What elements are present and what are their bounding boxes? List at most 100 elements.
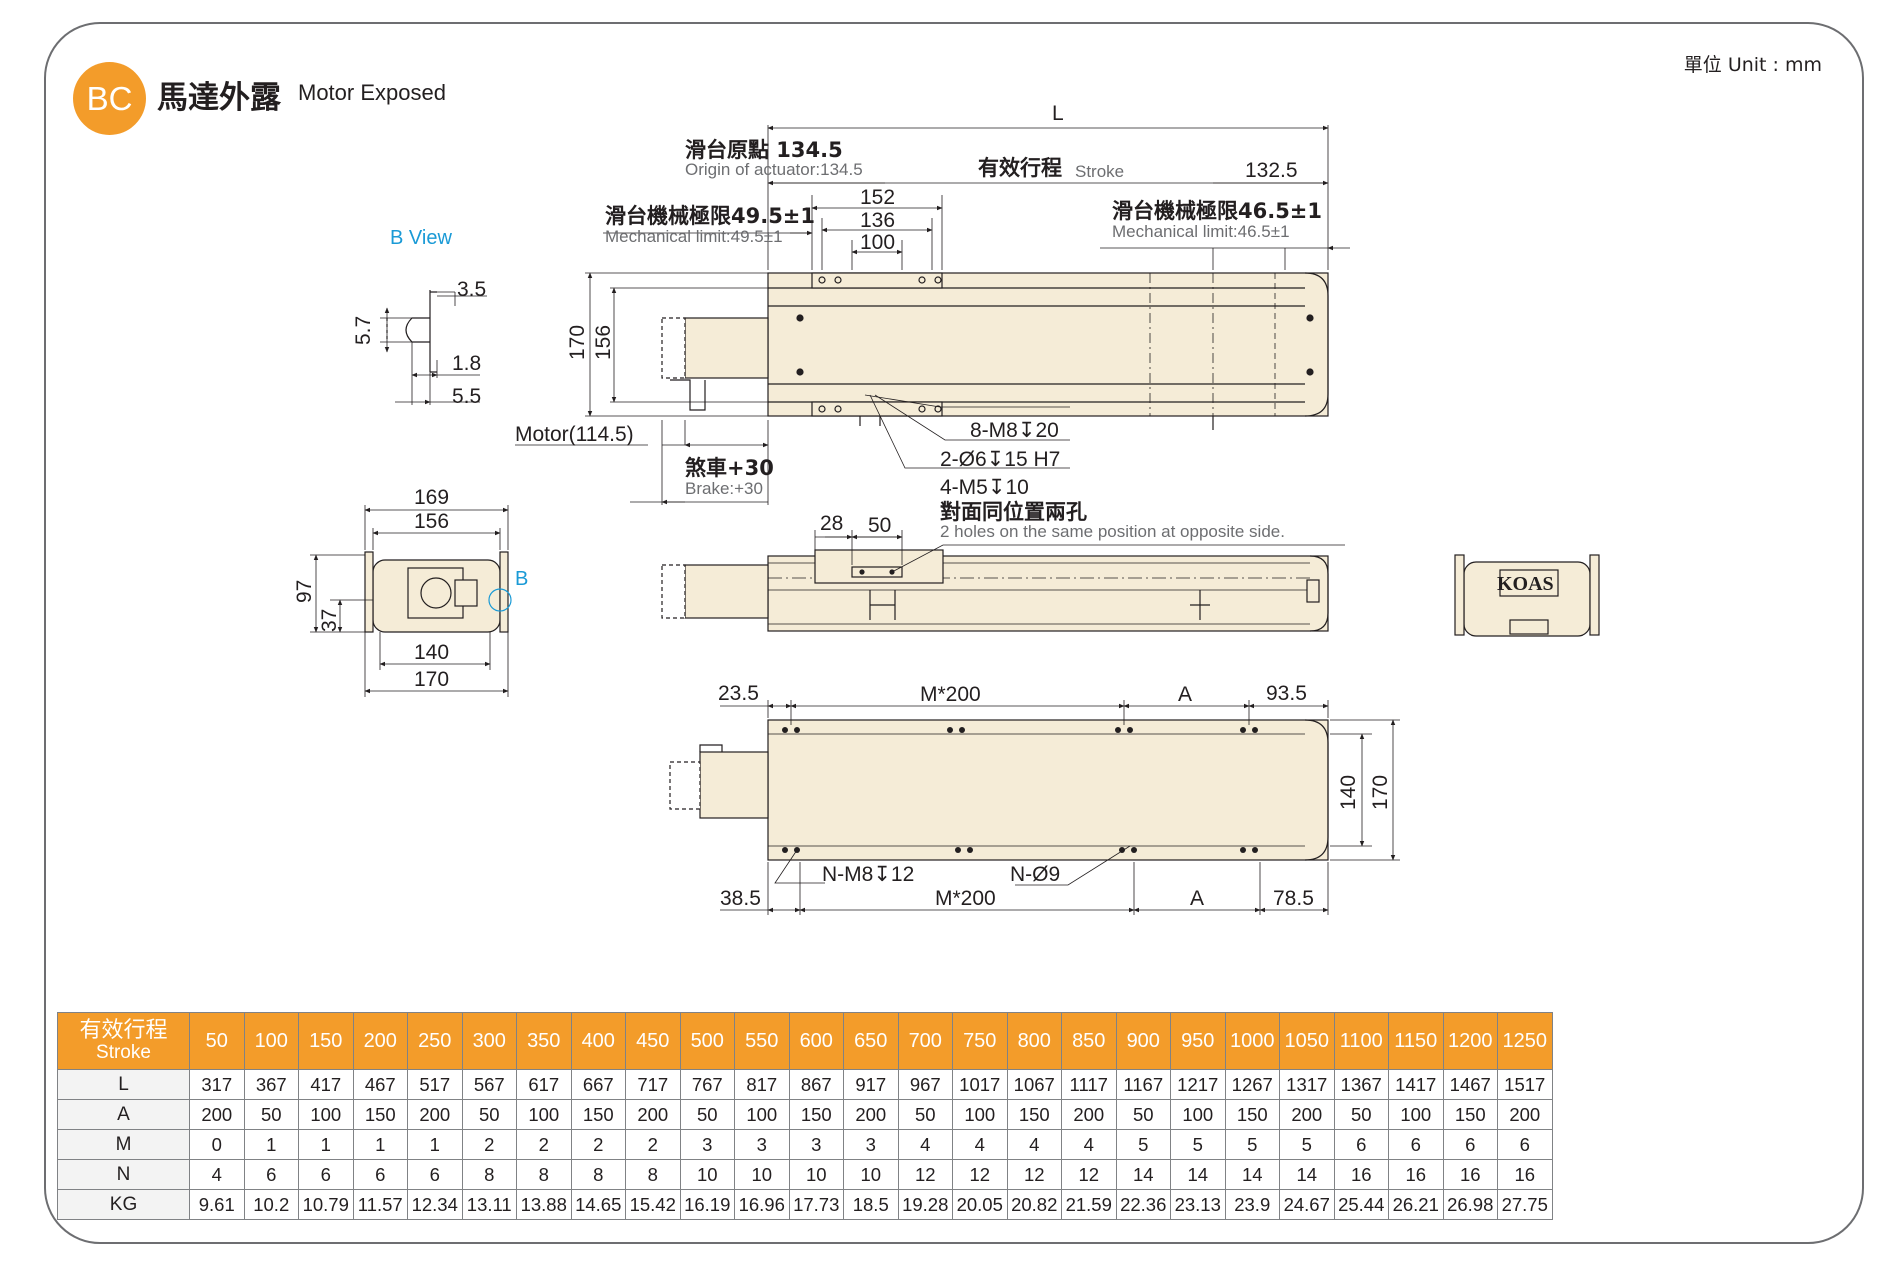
dim-23-5: 23.5	[718, 682, 759, 705]
table-cell: 2	[461, 1129, 517, 1160]
holes-label-en: 2 holes on the same position at opposite…	[940, 522, 1285, 541]
table-cell: 10	[734, 1159, 790, 1190]
stroke-col-header: 350	[516, 1012, 572, 1070]
table-cell: 50	[1333, 1099, 1389, 1130]
unit-label: 單位 Unit : mm	[1683, 54, 1822, 76]
dim-140-bottom: 140	[1337, 775, 1360, 810]
table-cell: 817	[734, 1069, 790, 1100]
table-cell: 8	[625, 1159, 681, 1190]
table-cell: 6	[1333, 1129, 1389, 1160]
table-cell: 200	[1279, 1099, 1335, 1130]
table-cell: 100	[1170, 1099, 1226, 1130]
n9-hole-label: N-Ø9	[1010, 863, 1060, 886]
dim-37: 37	[318, 609, 341, 632]
table-cell: 5	[1170, 1129, 1226, 1160]
stroke-col-header: 700	[897, 1012, 953, 1070]
table-cell: 100	[734, 1099, 790, 1130]
table-cell: 50	[243, 1099, 299, 1130]
table-cell: 4	[1061, 1129, 1117, 1160]
dim-3-5: 3.5	[457, 278, 486, 301]
mech-limit-right-zh: 滑台機械極限46.5±1	[1112, 199, 1322, 223]
table-cell: 4	[952, 1129, 1008, 1160]
table-cell: 25.44	[1333, 1189, 1389, 1220]
stroke-col-header: 1250	[1497, 1012, 1553, 1070]
table-cell: 967	[897, 1069, 953, 1100]
table-cell: 5	[1279, 1129, 1335, 1160]
table-cell: 517	[407, 1069, 463, 1100]
origin-label-en: Origin of actuator:134.5	[685, 160, 863, 179]
table-cell: 3	[679, 1129, 735, 1160]
table-cell: 5	[1224, 1129, 1280, 1160]
table-cell: 26.98	[1442, 1189, 1498, 1220]
table-cell: 5	[1115, 1129, 1171, 1160]
table-cell: 10.79	[298, 1189, 354, 1220]
table-cell: 1367	[1333, 1069, 1389, 1100]
dim-93-5: 93.5	[1266, 682, 1307, 705]
table-cell: 14	[1170, 1159, 1226, 1190]
stroke-col-header: 1150	[1388, 1012, 1444, 1070]
dim-L: L	[1052, 102, 1064, 125]
stroke-col-header: 1200	[1442, 1012, 1498, 1070]
motor-label: Motor(114.5)	[515, 423, 634, 446]
dim-78-5: 78.5	[1273, 887, 1314, 910]
nm8-hole-label: N-M8↧12	[822, 863, 914, 886]
table-cell: 17.73	[788, 1189, 844, 1220]
table-cell: 667	[570, 1069, 626, 1100]
table-cell: 14	[1115, 1159, 1171, 1190]
stroke-col-header: 1050	[1279, 1012, 1335, 1070]
table-cell: 3	[843, 1129, 899, 1160]
table-cell: 150	[1442, 1099, 1498, 1130]
dim-169: 169	[414, 486, 449, 509]
dim-156-vertical: 156	[592, 325, 615, 360]
table-cell: 50	[1115, 1099, 1171, 1130]
table-cell: 1	[243, 1129, 299, 1160]
table-cell: 150	[788, 1099, 844, 1130]
table-cell: 150	[570, 1099, 626, 1130]
row-label: L	[57, 1069, 190, 1100]
table-cell: 12.34	[407, 1189, 463, 1220]
table-cell: 6	[352, 1159, 408, 1190]
stroke-col-header: 250	[407, 1012, 463, 1070]
table-cell: 2	[570, 1129, 626, 1160]
table-cell: 767	[679, 1069, 735, 1100]
bottom-view-drawing	[669, 700, 1400, 915]
dim-156-front: 156	[414, 510, 449, 533]
table-cell: 917	[843, 1069, 899, 1100]
dim-100: 100	[860, 231, 895, 254]
table-cell: 16	[1442, 1159, 1498, 1190]
dim-A-bottom: A	[1190, 887, 1204, 910]
table-cell: 1517	[1497, 1069, 1553, 1100]
table-cell: 9.61	[189, 1189, 245, 1220]
origin-label-zh: 滑台原點 134.5	[685, 138, 843, 162]
table-cell: 12	[952, 1159, 1008, 1190]
stroke-col-header: 900	[1115, 1012, 1171, 1070]
table-cell: 14	[1224, 1159, 1280, 1190]
stroke-col-header: 400	[570, 1012, 626, 1070]
mech-limit-left-en: Mechanical limit:49.5±1	[605, 227, 783, 246]
stroke-col-header: 1100	[1333, 1012, 1389, 1070]
dim-140-front: 140	[414, 641, 449, 664]
table-cell: 6	[407, 1159, 463, 1190]
top-view-drawing	[515, 125, 1350, 505]
stroke-col-header: 150	[298, 1012, 354, 1070]
table-cell: 467	[352, 1069, 408, 1100]
stroke-col-header: 50	[189, 1012, 245, 1070]
dim-152: 152	[860, 186, 895, 209]
table-cell: 16.19	[679, 1189, 735, 1220]
m5-hole-label: 4-M5↧10	[940, 476, 1029, 499]
m8-hole-label: 8-M8↧20	[970, 419, 1059, 442]
table-cell: 1267	[1224, 1069, 1280, 1100]
table-cell: 10.2	[243, 1189, 299, 1220]
row-label: M	[57, 1129, 190, 1160]
table-cell: 2	[516, 1129, 572, 1160]
dim-28: 28	[820, 512, 843, 535]
dim-136: 136	[860, 209, 895, 232]
